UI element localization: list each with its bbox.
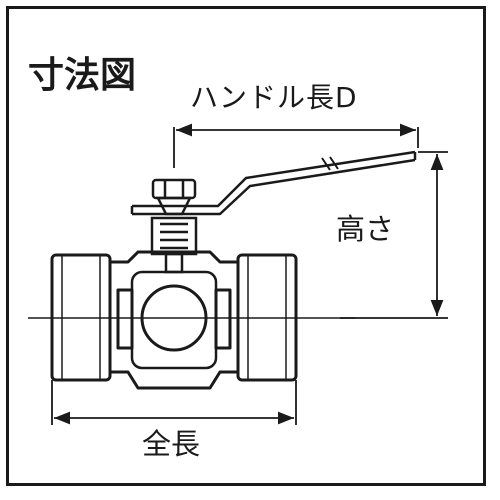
overall-length-dimension [51,380,297,425]
diagram-title: 寸法図 [28,55,137,96]
height-label: 高さ [336,212,395,246]
handle-nut [151,178,197,216]
handle-length-label: ハンドル長D [190,81,358,114]
overall-length-label: 全長 [142,427,201,461]
ball [140,284,208,352]
stem [150,216,198,274]
handle-lever [130,150,417,216]
height-dimension [340,151,448,319]
handle-length-dimension [173,123,419,168]
diagram-frame [6,6,486,486]
